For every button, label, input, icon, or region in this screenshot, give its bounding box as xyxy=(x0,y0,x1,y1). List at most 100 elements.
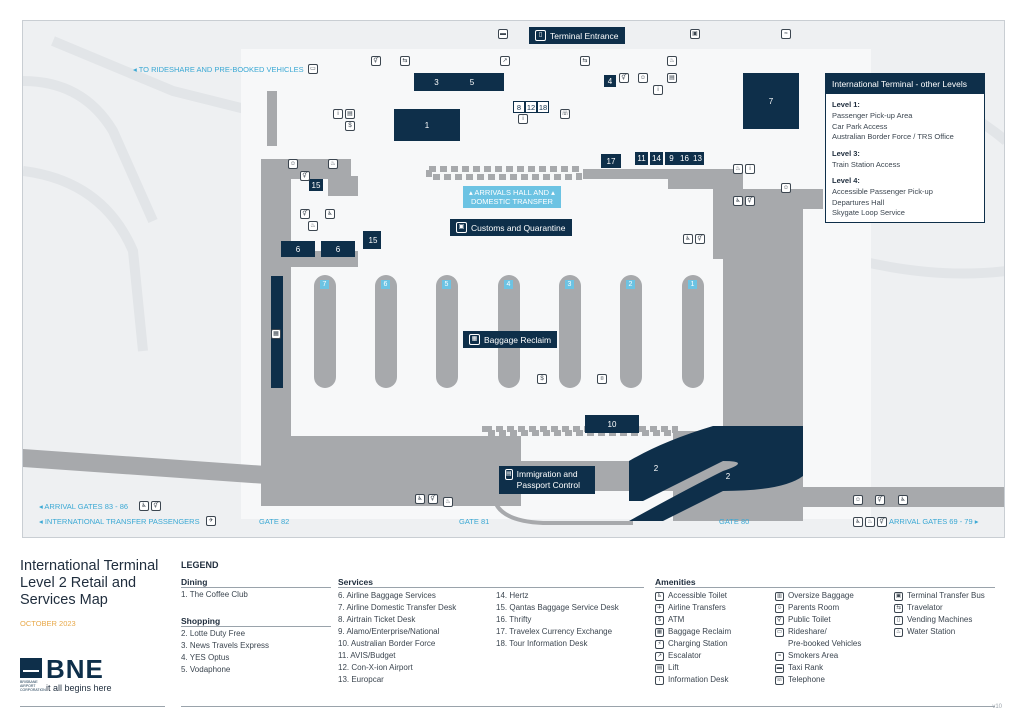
legend-item: 10. Australian Border Force xyxy=(338,639,436,648)
water-icon: ♨ xyxy=(667,56,677,66)
desk-15b[interactable]: 15 xyxy=(366,234,380,246)
bne-logo-text: BNE xyxy=(46,654,104,684)
map-date: OCTOBER 2023 xyxy=(20,619,76,628)
desk-9[interactable]: 9 xyxy=(665,152,678,165)
arrival-gates-right-link[interactable]: ARRIVAL GATES 69 - 79 ▸ xyxy=(889,517,979,526)
info-desk-icon: i xyxy=(518,114,528,124)
travelator-icon-2: ⇆ xyxy=(580,56,590,66)
legend-services-heading: Services xyxy=(338,577,373,587)
shop-17[interactable]: 17 xyxy=(601,154,621,168)
shop-3[interactable]: 3 xyxy=(414,73,459,91)
shop-2a[interactable]: 2 xyxy=(653,463,659,473)
bne-logo: BRISBANE AIRPORT CORPORATION BNE it all … xyxy=(20,654,165,696)
legend-rule xyxy=(181,626,331,627)
parents-icon: ☺ xyxy=(288,159,298,169)
to-rideshare-link[interactable]: ◂ TO RIDESHARE AND PRE-BOOKED VEHICLES xyxy=(133,65,304,74)
shop-1[interactable]: 1 xyxy=(394,109,460,141)
desk-13[interactable]: 13 xyxy=(691,152,704,165)
escalator-icon: ↗ xyxy=(655,651,664,661)
international-transfer-link[interactable]: ◂ INTERNATIONAL TRANSFER PASSENGERS xyxy=(39,517,200,526)
water-icon-5: ♨ xyxy=(443,497,453,507)
legend-item: 1. The Coffee Club xyxy=(181,590,248,599)
map-title-block: International Terminal Level 2 Retail an… xyxy=(20,558,170,628)
legend-rule xyxy=(181,587,331,588)
vending-machines-icon: ▯ xyxy=(894,615,903,625)
toilet-icon-7: ⚥ xyxy=(428,494,438,504)
terminal-map: ▯ Terminal Entrance ▣ Customs and Quaran… xyxy=(22,20,1005,538)
shop-4[interactable]: 4 xyxy=(604,75,616,87)
bne-tagline: it all begins here xyxy=(46,683,112,693)
legend-amenities-list-c: ▣Terminal Transfer Bus ⇆Travelator ▯Vend… xyxy=(894,591,985,637)
version-label: v10 xyxy=(992,704,1002,710)
legend-item: 2. Lotte Duty Free xyxy=(181,629,246,638)
shop-5[interactable]: 5 xyxy=(461,73,483,91)
carousel-3: 3 xyxy=(565,280,574,289)
desk-18[interactable]: 18 xyxy=(537,101,549,113)
lift-icon: ▤ xyxy=(667,73,677,83)
level-3: Level 3: Train Station Access xyxy=(826,149,984,171)
legend-item: 13. Europcar xyxy=(338,675,384,684)
bne-logo-sub: BRISBANE AIRPORT CORPORATION xyxy=(20,680,46,692)
legend-item: 5. Vodaphone xyxy=(181,665,231,674)
desk-16[interactable]: 16 xyxy=(678,152,691,165)
shop-2b[interactable]: 2 xyxy=(725,471,731,481)
carousel-2: 2 xyxy=(626,280,635,289)
legend-item: 11. AVIS/Budget xyxy=(338,651,396,660)
legend-services-list-b: 14. Hertz 15. Qantas Baggage Service Des… xyxy=(496,590,619,650)
telephone-icon: ☏ xyxy=(560,109,570,119)
legend-item: 4. YES Optus xyxy=(181,653,230,662)
legend-rule xyxy=(338,587,644,588)
desk-11[interactable]: 11 xyxy=(635,152,648,165)
toilet-icon-6: ⚥ xyxy=(695,234,705,244)
legend-item: 3. News Travels Express xyxy=(181,641,270,650)
info-icon-2: i xyxy=(333,109,343,119)
legend-item: 15. Qantas Baggage Service Desk xyxy=(496,603,619,612)
accessible-icon-3: ♿ xyxy=(683,234,693,244)
desk-12[interactable]: 12 xyxy=(525,101,537,113)
bus-icon: ▣ xyxy=(690,29,700,39)
toilet-icon-2: ⚥ xyxy=(619,73,629,83)
carousel-7: 7 xyxy=(320,280,329,289)
other-levels-title: International Terminal - other Levels xyxy=(826,74,984,94)
carousel-6: 6 xyxy=(381,280,390,289)
legend-item: 12. Con-X-ion Airport xyxy=(338,663,413,672)
legend-shopping-list: 2. Lotte Duty Free 3. News Travels Expre… xyxy=(181,628,269,676)
charging-station-icon: ⚡ xyxy=(655,639,664,649)
legend-item: 9. Alamo/Enterprise/National xyxy=(338,627,440,636)
information-desk-icon: i xyxy=(655,675,664,685)
shop-7[interactable]: 7 xyxy=(743,73,799,129)
customs-icon: ▣ xyxy=(456,222,467,233)
carousel-4: 4 xyxy=(504,280,513,289)
smokers-area-icon: ≈ xyxy=(775,651,784,661)
legend-item: 7. Airline Domestic Transfer Desk xyxy=(338,603,457,612)
carousel-1: 1 xyxy=(688,280,697,289)
shop-6b[interactable]: 6 xyxy=(321,241,355,257)
legend-item: 6. Airline Baggage Services xyxy=(338,591,436,600)
shop-10[interactable]: 10 xyxy=(585,415,639,433)
desk-8[interactable]: 8 xyxy=(513,101,525,113)
parents-room-icon: ☺ xyxy=(775,603,784,613)
info-icon-3: i xyxy=(745,164,755,174)
legend-rule xyxy=(655,587,995,588)
person-icon-2: ☺ xyxy=(853,495,863,505)
escalator-icon: ↗ xyxy=(500,56,510,66)
door-icon: ▯ xyxy=(535,30,546,41)
arrival-gates-left-link[interactable]: ◂ ARRIVAL GATES 83 - 86 xyxy=(39,502,129,511)
gate-82-label: GATE 82 xyxy=(259,517,290,526)
passport-icon: ▤ xyxy=(505,469,513,480)
accessible-toilet-icon: ♿ xyxy=(655,591,664,601)
other-levels-panel: International Terminal - other Levels Le… xyxy=(825,73,985,223)
person-icon: ☺ xyxy=(781,183,791,193)
accessible-toilet-icon: ♿ xyxy=(139,501,149,511)
toilet-icon-5: ⚥ xyxy=(745,196,755,206)
atm-icon: $ xyxy=(345,121,355,131)
baggage-reclaim-icon: ▦ xyxy=(655,627,664,637)
desk-15a[interactable]: 15 xyxy=(309,179,323,191)
level-1: Level 1: Passenger Pick-up Area Car Park… xyxy=(826,100,984,143)
shop-6a[interactable]: 6 xyxy=(281,241,315,257)
legend-dining-heading: Dining xyxy=(181,577,208,587)
telephone-icon: ☏ xyxy=(775,675,784,685)
toilet-icon-8: ⚥ xyxy=(875,495,885,505)
arrivals-hall-link[interactable]: ▴ ARRIVALS HALL AND ▴ DOMESTIC TRANSFER xyxy=(463,186,561,208)
desk-14[interactable]: 14 xyxy=(650,152,663,165)
